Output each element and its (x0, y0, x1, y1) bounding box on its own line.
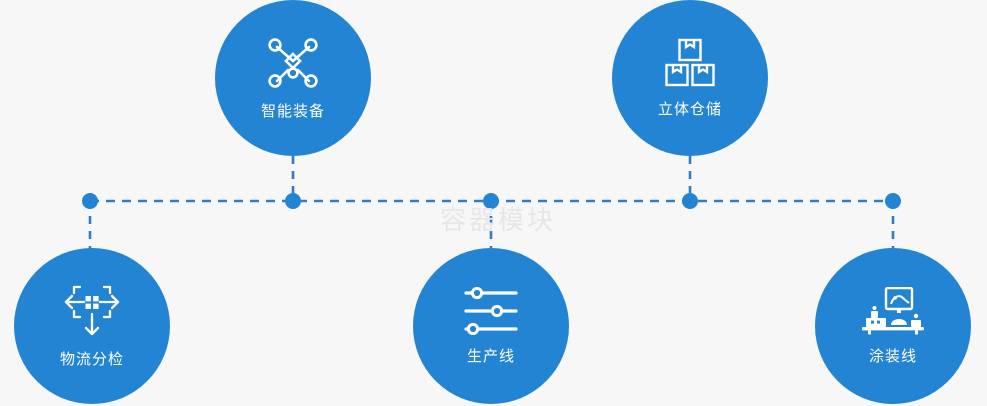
node-label: 物流分检 (59, 349, 124, 368)
network-nodes-icon (266, 36, 320, 90)
junction-dot (82, 193, 98, 209)
node-label: 立体仓储 (657, 99, 722, 118)
node-label: 智能装备 (260, 101, 325, 120)
sorting-arrows-icon (64, 284, 120, 338)
sliders-icon (462, 286, 520, 335)
watermark-text: 容器模块 (439, 206, 556, 236)
node-painting-line[interactable]: 涂装线 (815, 248, 971, 404)
node-production-line[interactable]: 生产线 (413, 248, 569, 404)
stacked-boxes-icon (663, 38, 717, 88)
junction-dot (885, 193, 901, 209)
node-stereo-warehouse[interactable]: 立体仓储 (612, 0, 768, 156)
paint-machine-icon (862, 286, 924, 335)
node-label: 涂装线 (868, 346, 917, 365)
node-label: 生产线 (466, 346, 515, 365)
junction-dot (483, 193, 499, 209)
junction-dot (285, 193, 301, 209)
junction-dot (682, 193, 698, 209)
node-logistics-sorting[interactable]: 物流分检 (14, 248, 170, 404)
node-smart-equipment[interactable]: 智能装备 (215, 0, 371, 156)
